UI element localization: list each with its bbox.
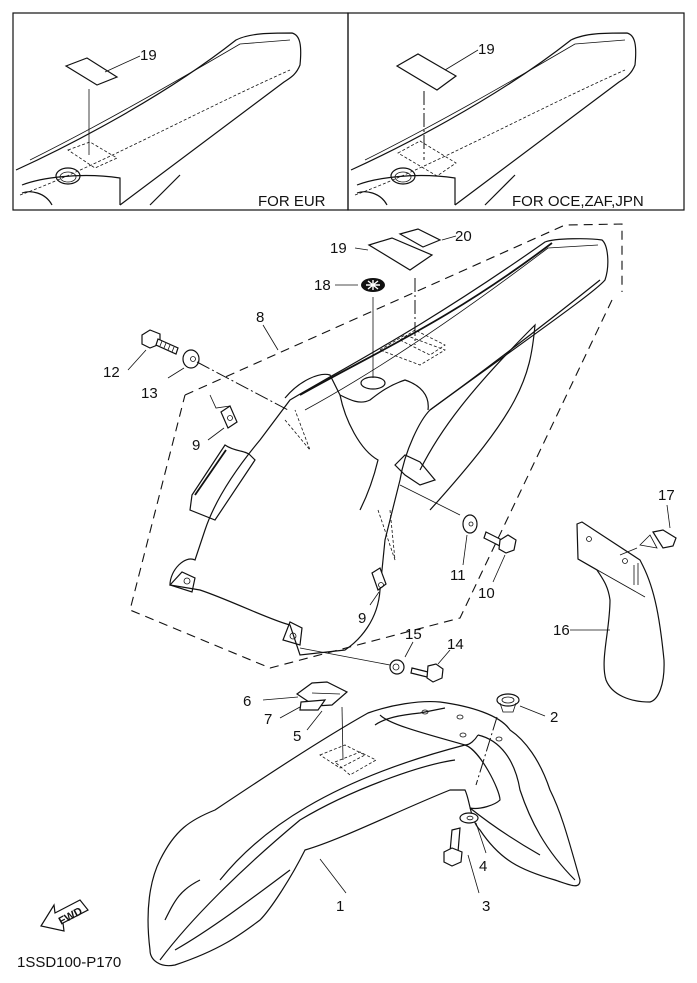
callout-19: 19 xyxy=(478,41,495,58)
flap-16: 16 xyxy=(553,521,665,703)
assembly-boundary xyxy=(129,223,623,669)
screw-icon xyxy=(652,529,677,549)
bolt-head-icon xyxy=(498,534,517,554)
label-19-position xyxy=(67,141,118,169)
fwd-arrow-icon: FWD xyxy=(40,899,89,932)
callout-9: 9 xyxy=(192,437,200,454)
label-20-icon xyxy=(398,228,442,248)
front-fender-body xyxy=(147,700,581,967)
callout-12: 12 xyxy=(103,364,120,381)
label-19-icon xyxy=(64,57,119,86)
washer-4: 4 xyxy=(459,812,487,875)
bolt-14: 14 xyxy=(410,636,464,683)
callout-9: 9 xyxy=(358,610,366,627)
callout-18: 18 xyxy=(314,277,331,294)
collar-icon xyxy=(389,659,405,675)
callout-15: 15 xyxy=(405,626,422,643)
labels-19-20: 19 20 xyxy=(330,228,472,366)
labels-5-6-7: 6 7 5 xyxy=(243,681,349,745)
washer-icon xyxy=(462,514,478,534)
inset-for-eur: 19 FOR EUR xyxy=(12,12,349,211)
bolt-10: 10 xyxy=(478,531,517,602)
nut-9-lower: 9 xyxy=(358,567,387,627)
callout-4: 4 xyxy=(479,858,487,875)
label-7-icon xyxy=(299,699,327,711)
region-label-for-eur: FOR EUR xyxy=(258,193,326,210)
callout-20: 20 xyxy=(455,228,472,245)
bolt-12: 12 xyxy=(103,329,179,381)
screw-17: 17 xyxy=(619,487,677,556)
nut-icon xyxy=(371,567,387,591)
callout-19: 19 xyxy=(140,47,157,64)
callout-13: 13 xyxy=(141,385,158,402)
callout-16: 16 xyxy=(553,622,570,639)
callout-7: 7 xyxy=(264,711,272,728)
fender-hole xyxy=(390,167,416,185)
grommet-18: 18 xyxy=(314,277,385,378)
fender-hole xyxy=(55,167,81,185)
inset-for-oce-zaf-jpn: 19 FOR OCE,ZAF,JPN xyxy=(347,12,685,211)
callout-2: 2 xyxy=(550,709,558,726)
label-19-position xyxy=(397,140,457,177)
washer-11: 11 xyxy=(399,484,478,584)
label-19-icon xyxy=(395,53,458,91)
callout-5: 5 xyxy=(293,728,301,745)
flap-icon xyxy=(576,521,665,703)
front-fender: 1 xyxy=(147,700,581,967)
inset-frame xyxy=(12,12,349,211)
fender-outline xyxy=(15,32,302,206)
callout-14: 14 xyxy=(447,636,464,653)
washer-icon xyxy=(182,349,200,369)
collar-2: 2 xyxy=(475,693,558,786)
callout-19: 19 xyxy=(330,240,347,257)
bolt-head-icon xyxy=(443,847,463,867)
reference-code: 1SSD100-P170 xyxy=(17,954,121,971)
callout-10: 10 xyxy=(478,585,495,602)
callout-6: 6 xyxy=(243,693,251,710)
fwd-label: FWD xyxy=(57,905,85,927)
collar-icon xyxy=(496,693,520,707)
callout-17: 17 xyxy=(658,487,675,504)
region-label-for-oce-zaf-jpn: FOR OCE,ZAF,JPN xyxy=(512,193,644,210)
seat-hole xyxy=(360,376,386,390)
callout-3: 3 xyxy=(482,898,490,915)
collar-15: 15 xyxy=(299,626,422,675)
callout-1: 1 xyxy=(336,898,344,915)
label-19-icon xyxy=(367,237,434,271)
bolt-3: 3 xyxy=(443,827,490,915)
nut-icon xyxy=(220,405,238,429)
washer-13: 13 xyxy=(141,349,289,411)
callout-8: 8 xyxy=(256,309,264,326)
callout-11: 11 xyxy=(450,567,466,584)
nut-9-upper: 9 xyxy=(192,394,238,454)
side-panel xyxy=(189,444,256,521)
fender-outline xyxy=(350,32,637,206)
bolt-head-icon xyxy=(426,663,444,683)
rear-fender-body xyxy=(169,238,609,656)
rear-fender-assembly xyxy=(129,223,623,669)
washer-icon xyxy=(459,812,479,824)
inset-frame xyxy=(347,12,685,211)
